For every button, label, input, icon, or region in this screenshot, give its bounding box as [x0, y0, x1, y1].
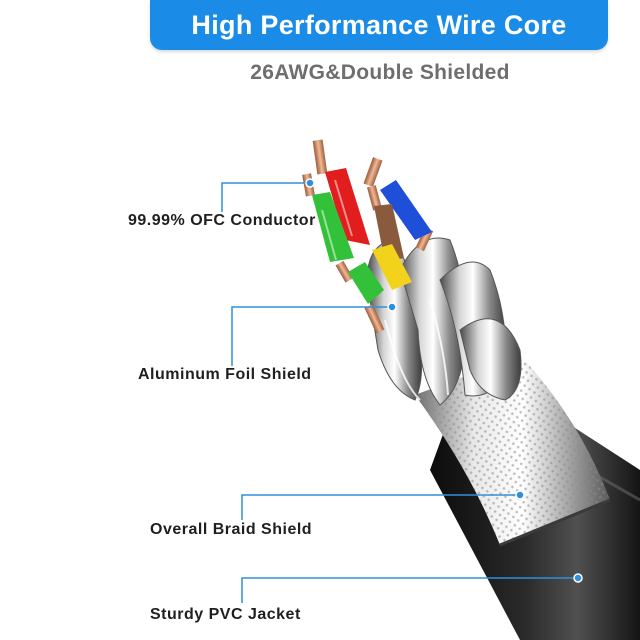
callout-line-foil — [231, 306, 392, 366]
callout-dot-jacket — [573, 573, 583, 583]
green-white-wire — [348, 262, 384, 304]
label-aluminum-foil-shield: Aluminum Foil Shield — [138, 366, 312, 383]
callout-dot-conductor — [305, 178, 315, 188]
label-sturdy-pvc-jacket: Sturdy PVC Jacket — [150, 606, 301, 623]
title-banner: High Performance Wire Core — [150, 0, 608, 50]
callout-line-braid — [241, 494, 520, 520]
banner-title: High Performance Wire Core — [191, 9, 567, 40]
yellow-wire — [372, 244, 412, 290]
callout-dot-braid — [515, 490, 525, 500]
blue-wire — [380, 180, 432, 240]
callout-line-conductor — [221, 182, 310, 212]
label-overall-braid-shield: Overall Braid Shield — [150, 521, 313, 538]
insulated-wires — [312, 168, 432, 304]
callout-line-jacket — [241, 577, 578, 603]
callout-lines — [221, 182, 578, 603]
braid-shield — [415, 355, 611, 547]
callout-dot-foil — [387, 302, 397, 312]
callout-dots — [305, 178, 583, 583]
subtitle: 26AWG&Double Shielded — [250, 61, 510, 84]
green-wire — [312, 192, 354, 262]
brown-wire — [374, 204, 404, 262]
label-ofc-conductor: 99.99% OFC Conductor — [128, 212, 316, 229]
